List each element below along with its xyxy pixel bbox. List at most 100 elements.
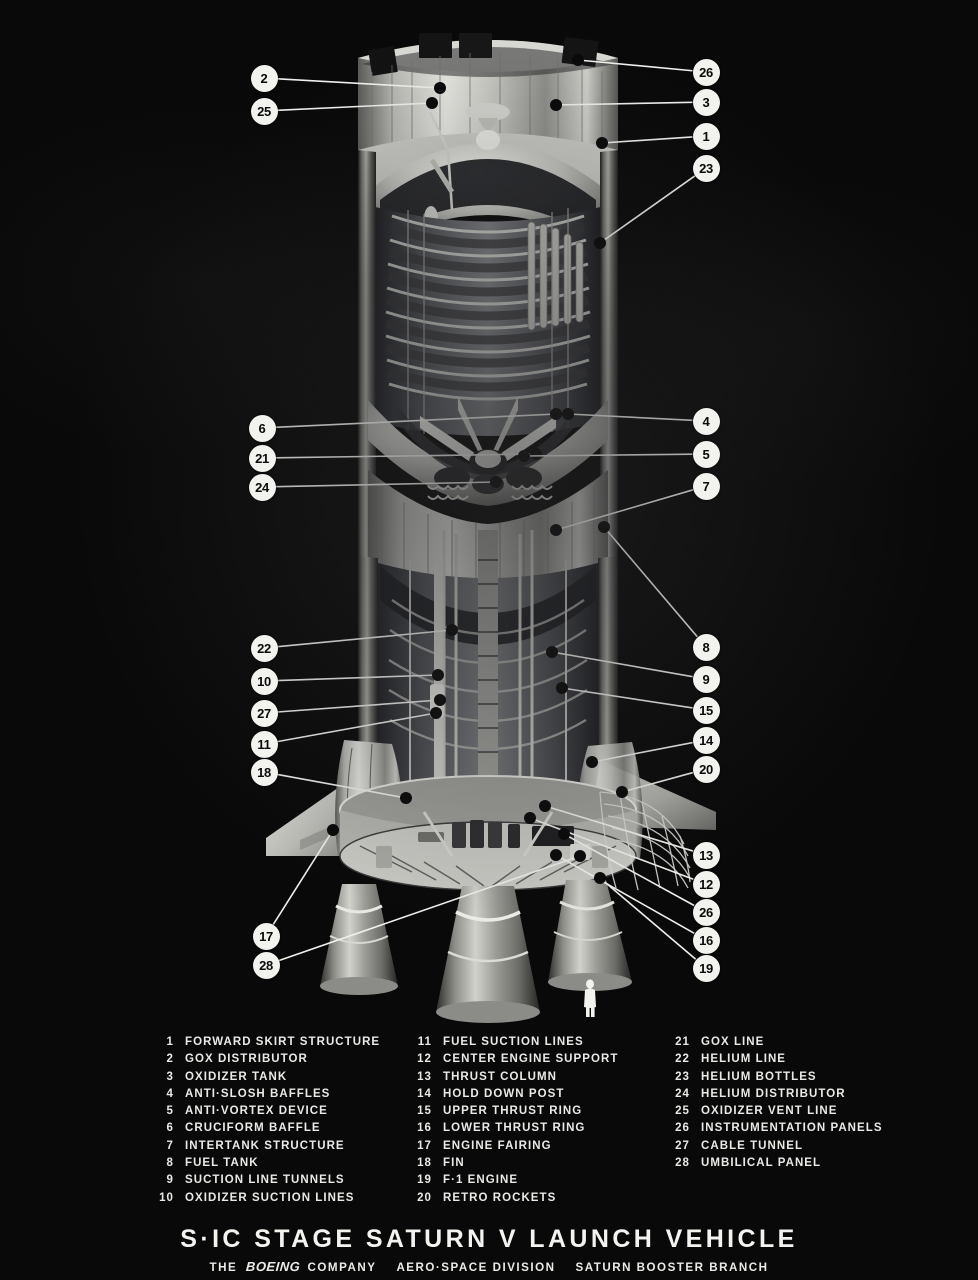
legend-item-14: 14 HOLD DOWN POST: [410, 1088, 618, 1105]
callout-badge-14[interactable]: 14: [692, 726, 720, 754]
legend-item-26: 26 INSTRUMENTATION PANELS: [668, 1122, 883, 1139]
leader-terminal-dot-14: [586, 756, 598, 768]
legend-item-number: 26: [675, 1122, 690, 1135]
legend-item-label: FUEL TANK: [185, 1157, 259, 1170]
legend-item-number: 1: [166, 1036, 174, 1048]
callout-badge-13[interactable]: 13: [692, 841, 720, 869]
legend-item-number: 5: [166, 1105, 174, 1118]
leader-terminal-dot-26: [558, 828, 570, 840]
legend-item-number: 13: [417, 1070, 432, 1083]
legend-item-label: INSTRUMENTATION PANELS: [701, 1122, 883, 1135]
thrust-structure: [339, 775, 637, 891]
legend-item-label: CENTER ENGINE SUPPORT: [443, 1053, 619, 1066]
legend-item-number: 16: [417, 1122, 432, 1135]
legend-item-label: SUCTION LINE TUNNELS: [185, 1174, 345, 1187]
callout-badge-17[interactable]: 17: [252, 922, 280, 950]
legend-item-number: 11: [417, 1036, 432, 1048]
leader-terminal-dot-7: [550, 524, 562, 536]
callout-badge-2[interactable]: 2: [250, 64, 278, 92]
callout-badge-6[interactable]: 6: [248, 414, 276, 442]
callout-badge-16[interactable]: 16: [692, 926, 720, 954]
oxidizer-tank: [368, 205, 608, 436]
legend-item-number: 9: [166, 1174, 174, 1187]
callout-badge-27[interactable]: 27: [250, 699, 278, 727]
callout-badge-8[interactable]: 8: [692, 633, 720, 661]
callout-badge-22[interactable]: 22: [250, 634, 278, 662]
legend-item-number: 7: [166, 1139, 174, 1152]
leader-terminal-dot-8: [598, 521, 610, 533]
leader-terminal-dot-4: [562, 408, 574, 420]
legend-item-label: FIN: [443, 1157, 465, 1170]
subtitle-branch: SATURN BOOSTER BRANCH: [575, 1261, 769, 1274]
legend-item-number: 24: [675, 1087, 690, 1100]
callout-badge-15[interactable]: 15: [692, 696, 720, 724]
callout-badge-20[interactable]: 20: [692, 755, 720, 783]
callout-badge-4[interactable]: 4: [692, 407, 720, 435]
legend-item-number: 20: [417, 1191, 432, 1204]
callout-badge-24[interactable]: 24: [248, 473, 276, 501]
legend-item-number: 12: [417, 1053, 432, 1066]
leader-terminal-dot-13: [539, 800, 551, 812]
legend-item-label: HELIUM BOTTLES: [701, 1070, 817, 1083]
legend-item-12: 12 CENTER ENGINE SUPPORT: [410, 1053, 618, 1070]
legend-item-7: 7 INTERTANK STRUCTURE: [152, 1140, 380, 1157]
legend-item-label: UPPER THRUST RING: [443, 1105, 583, 1118]
callout-badge-19[interactable]: 19: [692, 954, 720, 982]
leader-terminal-dot-5: [518, 450, 530, 462]
callout-badge-1[interactable]: 1: [692, 122, 720, 150]
legend-item-15: 15 UPPER THRUST RING: [410, 1105, 618, 1122]
subtitle-prefix: THE: [209, 1261, 238, 1274]
subtitle-company: COMPANY: [307, 1261, 377, 1274]
legend-item-label: F·1 ENGINE: [443, 1174, 519, 1187]
leader-terminal-dot-15: [556, 682, 568, 694]
leader-terminal-dot-27: [434, 694, 446, 706]
leader-terminal-dot-17: [327, 824, 339, 836]
callout-badge-10[interactable]: 10: [250, 667, 278, 695]
legend-item-label: HELIUM LINE: [701, 1053, 787, 1066]
legend-item-number: 21: [675, 1036, 690, 1048]
callout-badge-7[interactable]: 7: [692, 472, 720, 500]
callout-badge-23[interactable]: 23: [692, 154, 720, 182]
callout-badge-21[interactable]: 21: [248, 444, 276, 472]
legend-item-number: 19: [417, 1174, 432, 1187]
callout-badge-25[interactable]: 25: [250, 97, 278, 125]
leader-terminal-dot-26: [572, 54, 584, 66]
legend-item-label: FUEL SUCTION LINES: [443, 1036, 584, 1048]
legend-item-number: 15: [417, 1105, 432, 1118]
callout-badge-26[interactable]: 26: [692, 58, 720, 86]
legend-item-label: THRUST COLUMN: [443, 1070, 557, 1083]
leader-terminal-dot-22: [446, 624, 458, 636]
legend-item-number: 14: [417, 1087, 432, 1100]
callout-badge-3[interactable]: 3: [692, 88, 720, 116]
legend-item-13: 13 THRUST COLUMN: [410, 1071, 618, 1088]
legend-item-label: CRUCIFORM BAFFLE: [185, 1122, 321, 1135]
rocket-cutaway-illustration: [266, 33, 716, 1023]
leader-terminal-dot-6: [550, 408, 562, 420]
legend-item-label: HOLD DOWN POST: [443, 1087, 565, 1100]
callout-badge-26[interactable]: 26: [692, 898, 720, 926]
callout-badge-11[interactable]: 11: [250, 730, 278, 758]
callout-badge-18[interactable]: 18: [250, 758, 278, 786]
callout-badge-12[interactable]: 12: [692, 870, 720, 898]
leader-terminal-dot-10: [432, 669, 444, 681]
callout-badge-9[interactable]: 9: [692, 665, 720, 693]
legend-item-label: ANTI·VORTEX DEVICE: [185, 1105, 328, 1118]
callout-badge-5[interactable]: 5: [692, 440, 720, 468]
leader-terminal-dot-23: [594, 237, 606, 249]
legend-item-label: LOWER THRUST RING: [443, 1122, 586, 1135]
legend-item-label: OXIDIZER TANK: [185, 1070, 288, 1083]
leader-terminal-dot-19: [594, 872, 606, 884]
legend-item-label: INTERTANK STRUCTURE: [185, 1139, 345, 1152]
leader-terminal-dot-9: [546, 646, 558, 658]
callout-badge-28[interactable]: 28: [252, 951, 280, 979]
